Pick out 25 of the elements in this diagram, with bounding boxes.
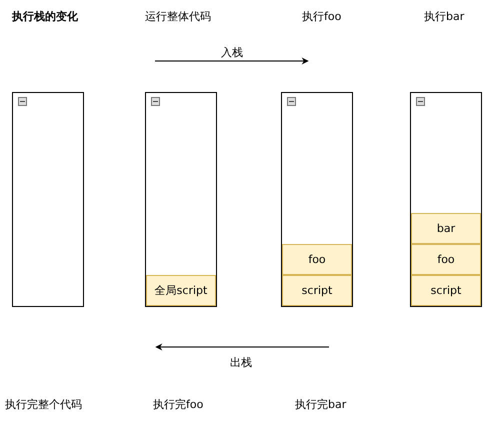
stack-frame — [12, 92, 84, 307]
panel-title: 执行栈的变化 — [12, 9, 78, 24]
stack-block — [411, 244, 481, 275]
column-caption: 执行完foo — [153, 397, 204, 412]
stack-frame — [145, 92, 217, 307]
column-heading: 执行foo — [302, 9, 342, 24]
stack-block — [146, 275, 216, 306]
stack-block — [411, 213, 481, 244]
arrow-label: 出栈 — [230, 355, 252, 370]
stack-block — [411, 275, 481, 306]
block-label: script — [302, 284, 332, 297]
block-label: script — [430, 284, 462, 297]
stack-frame — [281, 92, 353, 307]
column-caption: 执行完整个代码 — [5, 397, 82, 412]
block-label: 全局script — [154, 283, 208, 298]
block-label: foo — [308, 253, 326, 266]
column-heading: 运行整体代码 — [145, 9, 211, 24]
block-label: foo — [437, 253, 455, 266]
column-caption: 执行完bar — [295, 397, 346, 412]
stack-frame — [410, 92, 482, 307]
arrow-label: 入栈 — [221, 45, 243, 60]
column-heading: 执行bar — [424, 9, 464, 24]
block-label: bar — [436, 222, 456, 235]
stack-block — [282, 275, 352, 306]
stack-block — [282, 244, 352, 275]
